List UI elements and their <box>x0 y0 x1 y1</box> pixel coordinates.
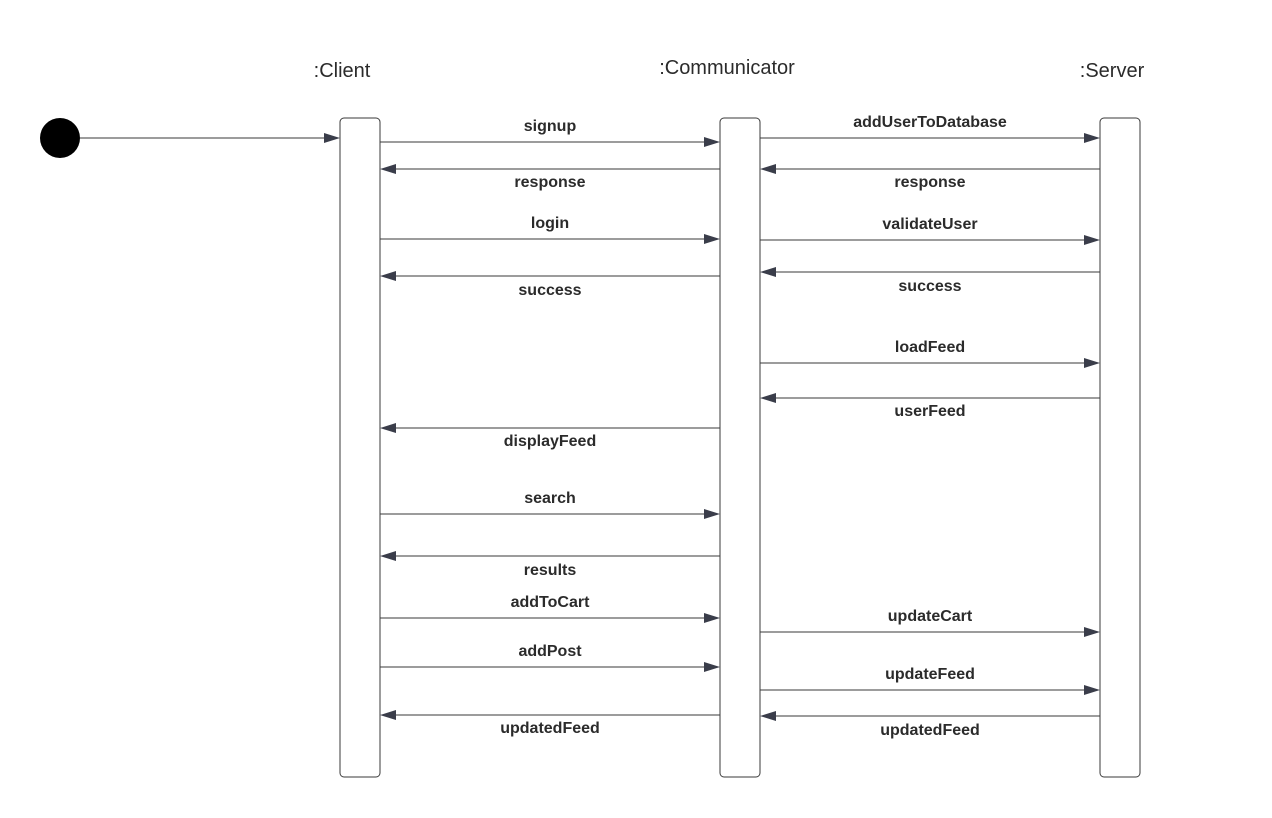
message: addPost <box>380 643 720 672</box>
message-label: success <box>518 282 581 299</box>
participant-server-label: :Server <box>1080 60 1145 82</box>
message-label: search <box>524 490 576 507</box>
message: success <box>380 271 720 299</box>
message-label: displayFeed <box>504 433 596 450</box>
message-label: addUserToDatabase <box>853 114 1007 131</box>
message: updateCart <box>760 608 1100 637</box>
message-arrowhead <box>380 423 396 433</box>
message: results <box>380 551 720 579</box>
message-arrowhead <box>380 164 396 174</box>
message-label: updatedFeed <box>880 722 980 739</box>
message-arrowhead <box>760 393 776 403</box>
messages: signup addUserToDatabase response response l… <box>380 114 1100 739</box>
message: response <box>760 164 1100 191</box>
message-label: userFeed <box>894 403 965 420</box>
message-label: results <box>524 562 577 579</box>
server-lifeline <box>1099 117 1141 778</box>
message: displayFeed <box>380 423 720 450</box>
message-label: addToCart <box>511 594 590 611</box>
message-label: loadFeed <box>895 339 965 356</box>
message-arrowhead <box>760 267 776 277</box>
message-arrowhead <box>1084 685 1100 695</box>
message-arrowhead <box>1084 627 1100 637</box>
message: response <box>380 164 720 191</box>
message: loadFeed <box>760 339 1100 368</box>
message-arrowhead <box>704 662 720 672</box>
message-label: updateFeed <box>885 666 975 683</box>
message-label: response <box>894 174 965 191</box>
message: updatedFeed <box>380 710 720 737</box>
message: signup <box>380 118 720 147</box>
message-arrowhead <box>704 137 720 147</box>
message: addToCart <box>380 594 720 623</box>
message-arrowhead <box>704 234 720 244</box>
message-label: addPost <box>518 643 582 660</box>
message-arrowhead <box>1084 133 1100 143</box>
message-label: signup <box>524 118 577 135</box>
entry-arrowhead <box>324 133 340 143</box>
message-label: validateUser <box>882 216 977 233</box>
message-arrowhead <box>380 551 396 561</box>
message: success <box>760 267 1100 295</box>
message-arrowhead <box>380 271 396 281</box>
message-arrowhead <box>704 509 720 519</box>
message-label: updatedFeed <box>500 720 600 737</box>
message: validateUser <box>760 216 1100 245</box>
message: addUserToDatabase <box>760 114 1100 143</box>
communicator-lifeline <box>719 117 761 778</box>
message-label: success <box>898 278 961 295</box>
message-label: updateCart <box>888 608 973 625</box>
message-arrowhead <box>380 710 396 720</box>
message: search <box>380 490 720 519</box>
message: login <box>380 215 720 244</box>
message: updatedFeed <box>760 711 1100 739</box>
message-arrowhead <box>1084 358 1100 368</box>
message: updateFeed <box>760 666 1100 695</box>
message-label: login <box>531 215 569 232</box>
initial-state-node <box>40 118 80 158</box>
message-label: response <box>514 174 585 191</box>
message-arrowhead <box>760 164 776 174</box>
participant-communicator-label: :Communicator <box>659 57 795 79</box>
message-arrowhead <box>1084 235 1100 245</box>
message-arrowhead <box>760 711 776 721</box>
message: userFeed <box>760 393 1100 420</box>
message-arrowhead <box>704 613 720 623</box>
client-lifeline <box>339 117 381 778</box>
participant-client-label: :Client <box>314 60 371 82</box>
